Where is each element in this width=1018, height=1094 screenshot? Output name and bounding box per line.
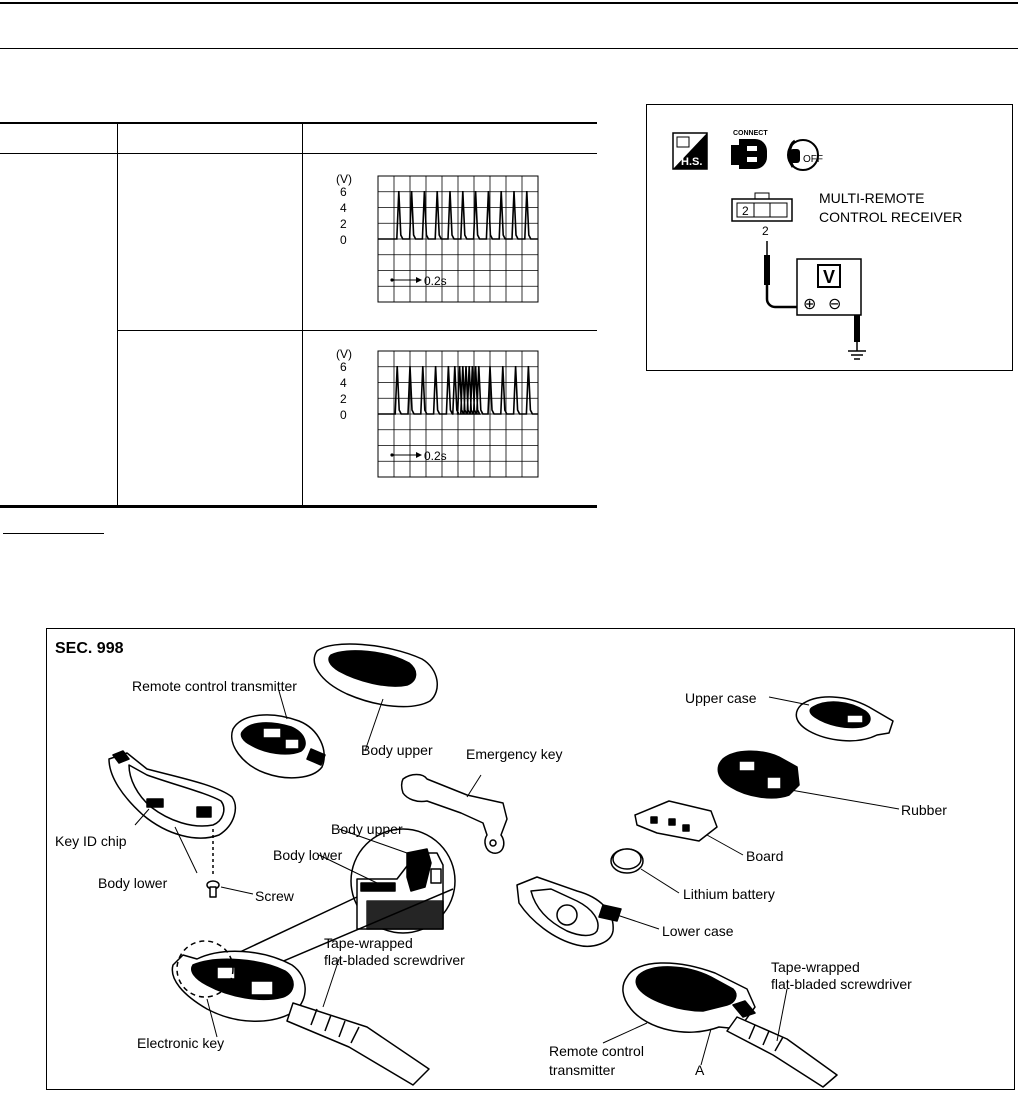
electronic-key-drawing <box>171 940 306 1022</box>
lithium-battery-drawing <box>610 848 644 874</box>
label-point-a: A <box>695 1062 705 1078</box>
waveform-chart-bottom: (V) 6 4 2 0 0.2s <box>334 346 544 481</box>
waveform-top-time-label: 0.2s <box>424 274 447 288</box>
table-bottom-border <box>0 505 597 508</box>
table-col-divider-1 <box>117 122 118 506</box>
waveform-top-unit: (V) <box>336 172 352 186</box>
waveform-top-tick-0: 0 <box>340 233 347 247</box>
table-header-border <box>0 153 597 154</box>
label-body-lower: Body lower <box>98 875 168 891</box>
reference-underline <box>3 533 104 534</box>
rubber-drawing <box>717 750 800 799</box>
label-upper-case: Upper case <box>685 690 757 706</box>
label-electronic-key: Electronic key <box>137 1035 224 1051</box>
exploded-key-diagram: SEC. 998 Remote control transmitter Body… <box>46 628 1015 1090</box>
waveform-bottom-time-label: 0.2s <box>424 449 447 463</box>
body-lower-drawing <box>108 750 236 839</box>
waveform-top-time-dot <box>390 278 394 282</box>
waveform-bottom-svg: (V) 6 4 2 0 0.2s <box>336 347 539 478</box>
voltmeter-icon: V ⊕ ⊖ <box>796 258 862 316</box>
screw-drawing <box>206 829 220 898</box>
waveform-top-trace <box>378 190 538 240</box>
table-col-divider-2 <box>302 122 303 506</box>
label-remote-bottom-line2: transmitter <box>549 1062 615 1078</box>
waveform-bottom-tick-4: 4 <box>340 376 347 390</box>
measurement-inset: H.S. CONNECT OFF 2 2 MULTI-REMOTE <box>646 104 1013 371</box>
waveform-top-tick-4: 4 <box>340 201 347 215</box>
body-upper-shell-drawing <box>313 643 438 708</box>
exploded-labels: Remote control transmitter Body upper Em… <box>55 678 947 1078</box>
lower-case-drawing <box>516 876 622 947</box>
voltmeter-minus-terminal: ⊖ <box>828 294 841 313</box>
label-tape-left-line2: flat-bladed screwdriver <box>324 952 465 968</box>
label-tape-right-line2: flat-bladed screwdriver <box>771 976 912 992</box>
table-row-divider <box>117 330 597 331</box>
waveform-top-time-arrowhead <box>416 277 422 283</box>
waveform-top-tick-6: 6 <box>340 185 347 199</box>
waveform-trace-line <box>378 190 538 240</box>
label-rubber: Rubber <box>901 802 947 818</box>
label-emergency-key: Emergency key <box>466 746 562 762</box>
waveform-top-tick-2: 2 <box>340 217 347 231</box>
connector-wire-number: 2 <box>762 224 769 238</box>
remote-transmitter-bottom-drawing <box>622 962 756 1033</box>
waveform-bottom-trace <box>378 365 538 415</box>
waveform-trace-line <box>378 365 538 415</box>
ignition-off-label: OFF <box>803 154 823 165</box>
signal-table <box>0 122 597 508</box>
voltmeter-label: V <box>823 267 835 287</box>
waveform-bottom-tick-2: 2 <box>340 392 347 406</box>
label-screw: Screw <box>255 888 295 904</box>
waveform-bottom-unit: (V) <box>336 347 352 361</box>
label-body-upper-detail: Body upper <box>331 821 403 837</box>
label-body-lower-detail: Body lower <box>273 847 343 863</box>
top-rule <box>0 2 1018 4</box>
label-board: Board <box>746 848 783 864</box>
label-lower-case: Lower case <box>662 923 734 939</box>
measurement-inset-svg: H.S. CONNECT OFF 2 2 MULTI-REMOTE <box>672 130 962 360</box>
label-tape-right-line1: Tape-wrapped <box>771 959 860 975</box>
waveform-top-svg: (V) 6 4 2 0 0.2s <box>336 172 539 303</box>
screwdriver-right-drawing <box>726 1016 838 1088</box>
voltmeter-plus-terminal: ⊕ <box>803 294 816 313</box>
connector-terminal-number: 2 <box>742 204 749 218</box>
label-remote-control-transmitter: Remote control transmitter <box>132 678 297 694</box>
waveform-bottom-tick-0: 0 <box>340 408 347 422</box>
label-remote-bottom-line1: Remote control <box>549 1043 644 1059</box>
section-number: SEC. 998 <box>55 640 124 657</box>
label-body-upper: Body upper <box>361 742 433 758</box>
exploded-key-svg: SEC. 998 Remote control transmitter Body… <box>55 640 947 1088</box>
hs-icon: H.S. <box>672 132 708 170</box>
table-top-border <box>0 122 597 124</box>
remote-transmitter-drawing <box>231 714 326 779</box>
emergency-key-drawing <box>400 773 508 854</box>
label-tape-left-line1: Tape-wrapped <box>324 935 413 951</box>
hs-label: H.S. <box>681 156 702 168</box>
ignition-off-icon: OFF <box>787 139 823 171</box>
waveform-bottom-time-dot <box>390 453 394 457</box>
connect-label: CONNECT <box>733 130 768 137</box>
connector-plug-icon: CONNECT <box>731 130 768 169</box>
receiver-connector: 2 2 <box>731 192 793 238</box>
waveform-top-grid <box>377 175 539 303</box>
label-key-id-chip: Key ID chip <box>55 833 127 849</box>
board-drawing <box>634 800 718 842</box>
label-lithium-battery: Lithium battery <box>683 886 775 902</box>
waveform-bottom-time-arrowhead <box>416 452 422 458</box>
detail-zoom-drawing <box>350 828 456 934</box>
receiver-label-line2: CONTROL RECEIVER <box>819 209 962 225</box>
header-rule <box>0 48 1018 49</box>
upper-case-drawing <box>795 696 894 742</box>
waveform-chart-top: (V) 6 4 2 0 0.2s <box>334 171 544 306</box>
waveform-bottom-tick-6: 6 <box>340 360 347 374</box>
screwdriver-left-drawing <box>286 1002 430 1086</box>
receiver-label-line1: MULTI-REMOTE <box>819 190 925 206</box>
exploded-leader-lines <box>134 690 900 1066</box>
